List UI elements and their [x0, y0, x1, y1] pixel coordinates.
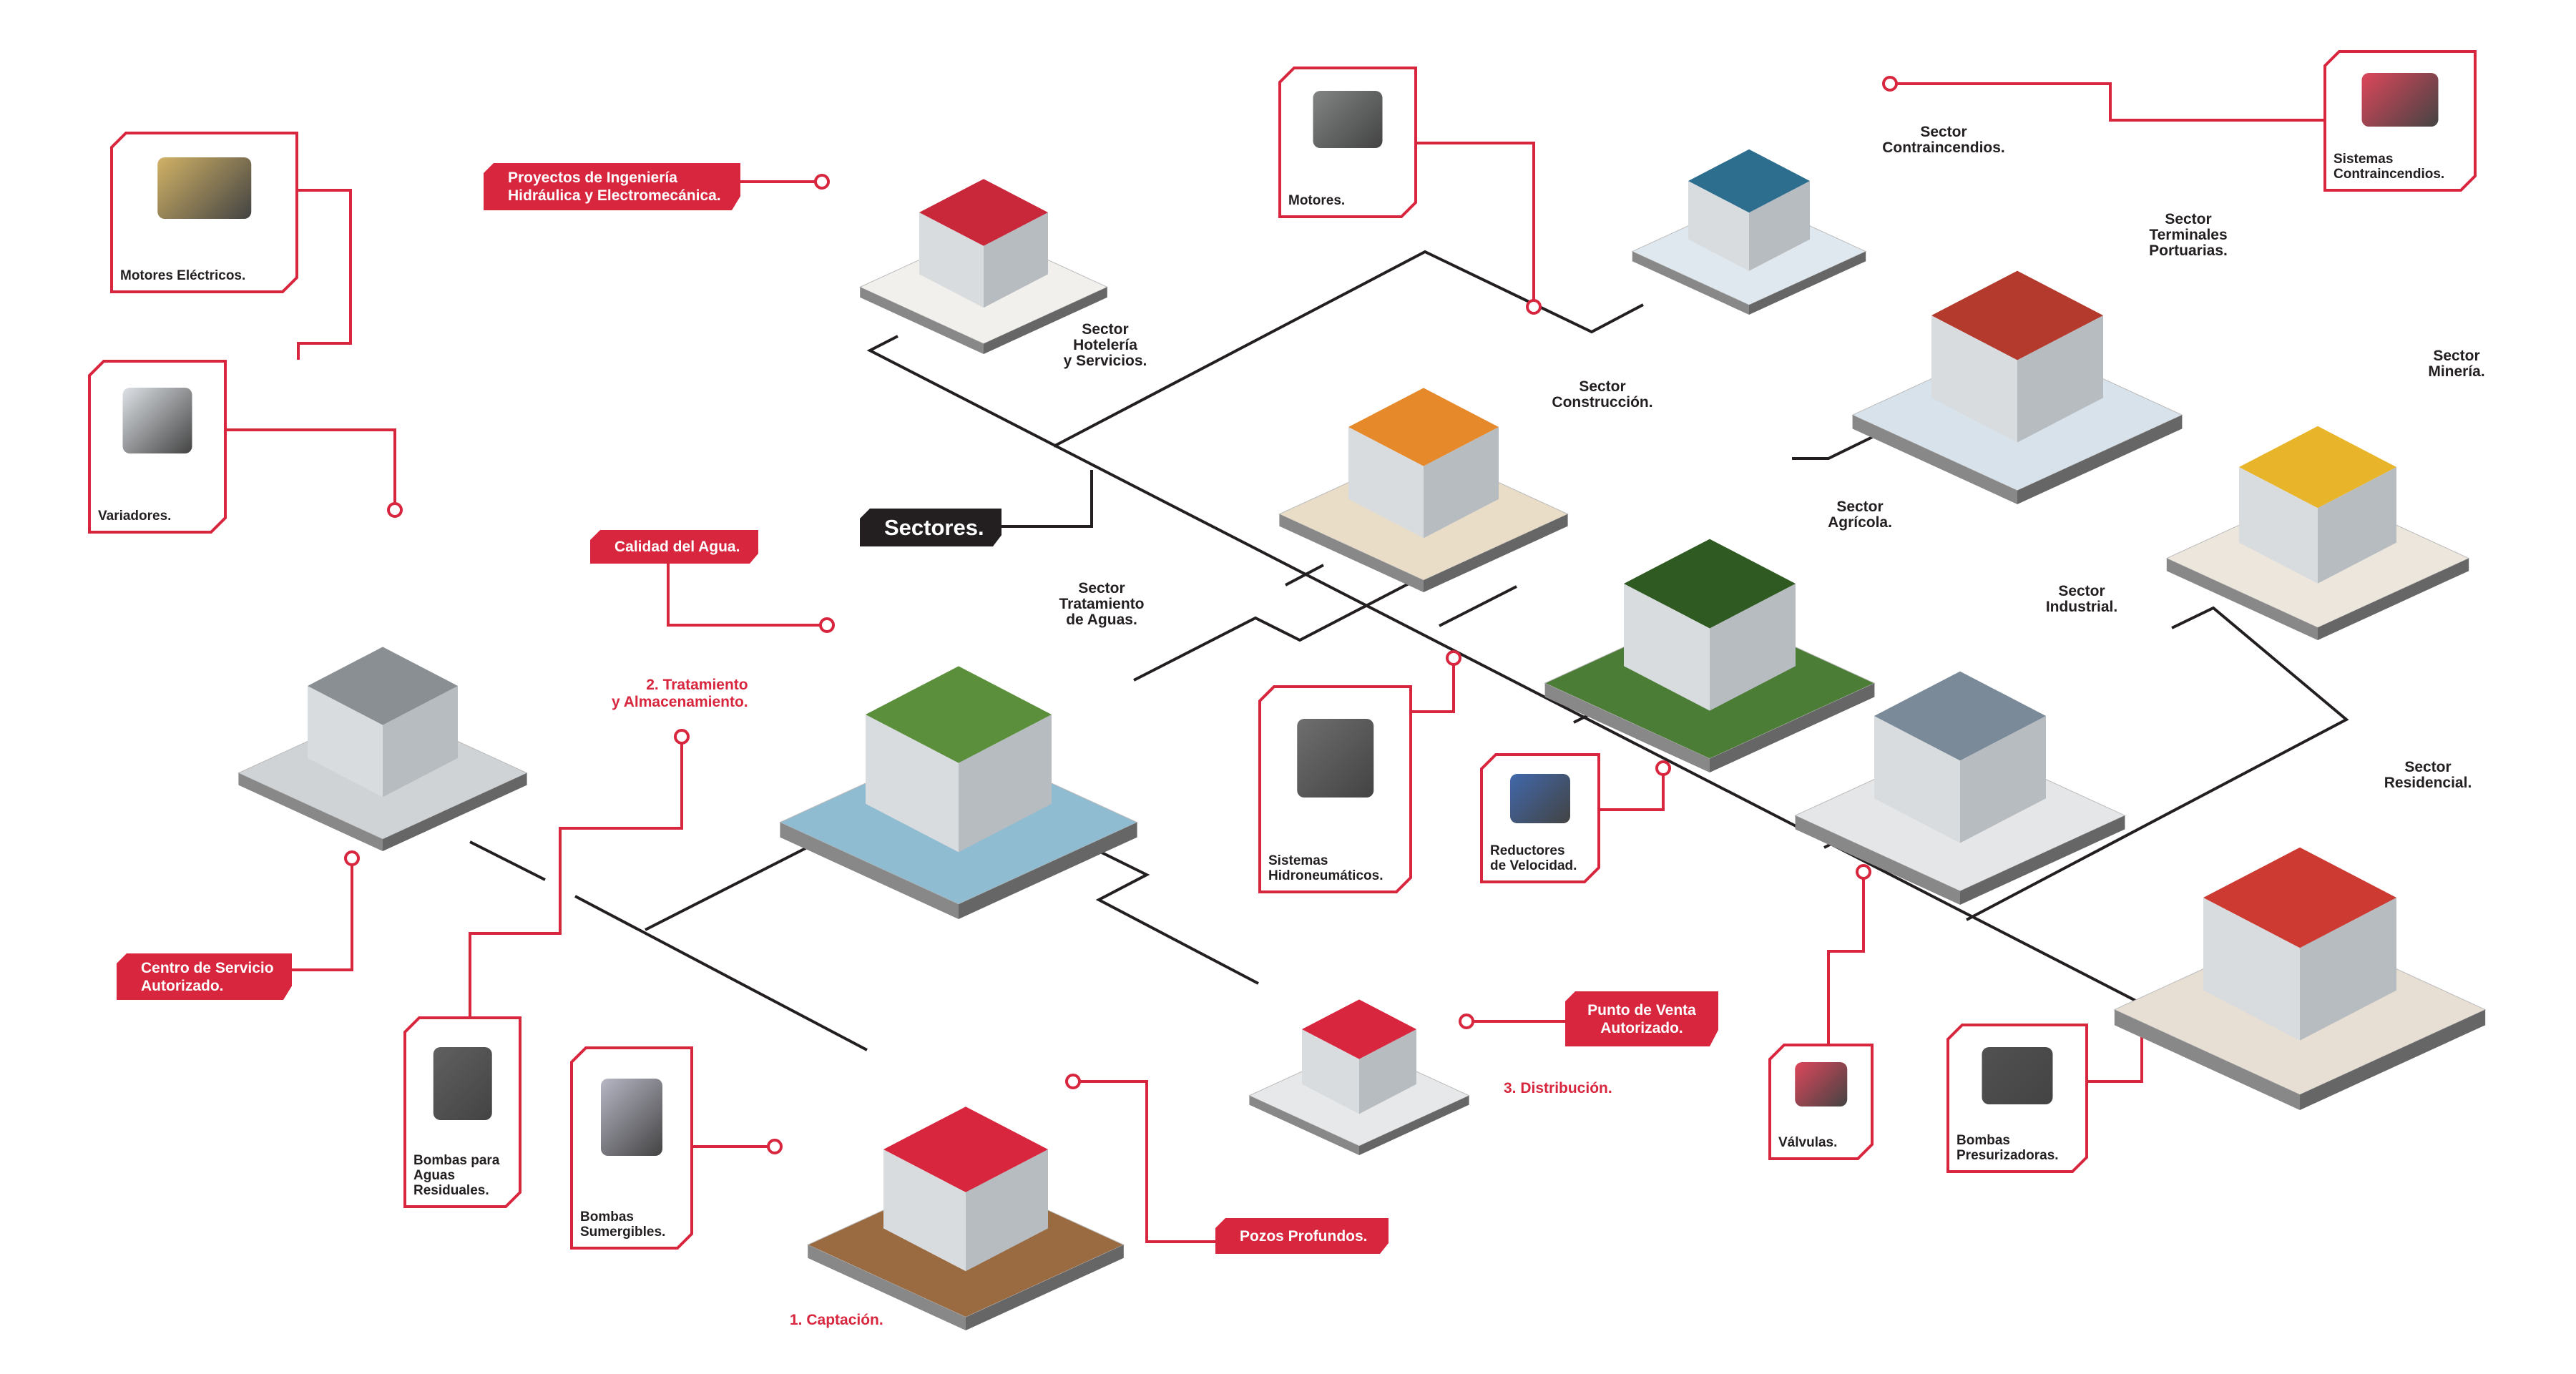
product-label: Motores Eléctricos.	[120, 268, 245, 283]
label-line: de Velocidad.	[1490, 858, 1577, 873]
label-line: Centro de Servicio	[141, 959, 274, 976]
stage-tratamiento: 2. Tratamiento y Almacenamiento.	[612, 677, 748, 711]
water-treatment-illustration	[779, 666, 1138, 919]
stage-captacion: 1. Captación.	[790, 1312, 883, 1328]
label-line: Válvulas.	[1778, 1135, 1838, 1150]
product-label: Variadores.	[98, 509, 171, 524]
product-box-motores-electricos[interactable]: Motores Eléctricos.	[110, 132, 298, 293]
product-image-icon	[1982, 1047, 2053, 1104]
agriculture-illustration	[1544, 539, 1876, 772]
stage-distribucion: 3. Distribución.	[1504, 1080, 1612, 1096]
label-line: Sistemas	[2333, 152, 2394, 167]
product-connector-lines	[227, 82, 2323, 1243]
label-line: Bombas	[1957, 1133, 2010, 1148]
label-line: Calidad del Agua.	[614, 539, 740, 555]
label-line: Autorizado.	[1600, 1019, 1683, 1036]
calidad-agua-label[interactable]: Calidad del Agua.	[590, 530, 758, 564]
label-line: Hidroneumáticos.	[1268, 868, 1384, 883]
product-label: Motores.	[1288, 193, 1345, 208]
product-box-valvulas[interactable]: Válvulas.	[1768, 1044, 1874, 1160]
industrial-illustration	[1794, 671, 2126, 905]
label-line: Motores.	[1288, 193, 1346, 208]
product-image-icon	[1313, 90, 1383, 149]
label-line: 2. Tratamiento	[646, 677, 748, 693]
label-line: Presurizadoras.	[1957, 1148, 2059, 1163]
label-line: Punto de Venta	[1587, 1001, 1696, 1019]
product-box-variadores[interactable]: Variadores.	[88, 360, 227, 534]
centro-servicio-label[interactable]: Centro de Servicio Autorizado.	[117, 953, 292, 1000]
label-line: Pozos Profundos.	[1240, 1227, 1368, 1245]
service-motor-illustration	[237, 647, 528, 851]
label-line: Aguas	[413, 1168, 456, 1183]
label-line: Bombas	[580, 1209, 634, 1225]
port-illustration	[1851, 270, 2183, 504]
product-label: Válvulas.	[1778, 1135, 1837, 1150]
label-line: Contraincendios.	[2333, 167, 2445, 182]
hospital-illustration	[1631, 149, 1867, 315]
proyectos-ingenieria-label[interactable]: Proyectos de Ingeniería Hidráulica y Ele…	[484, 163, 740, 210]
pump-motor-illustration	[1248, 999, 1470, 1155]
mining-illustration	[2165, 426, 2470, 640]
product-image-icon	[1510, 774, 1570, 824]
product-image-icon	[601, 1079, 662, 1157]
label-line: Proyectos de Ingeniería	[508, 170, 677, 186]
product-image-icon	[157, 157, 252, 220]
product-image-icon	[1296, 718, 1374, 798]
product-image-icon	[433, 1046, 492, 1120]
label-line: Residuales.	[413, 1183, 489, 1198]
product-image-icon	[1794, 1062, 1848, 1107]
drilling-truck-illustration	[806, 1106, 1125, 1330]
residential-illustration	[2113, 847, 2487, 1110]
product-box-motores[interactable]: Motores.	[1278, 67, 1417, 218]
product-image-icon	[122, 387, 192, 454]
label-line: Autorizado.	[141, 977, 224, 994]
label-line: Sectores.	[884, 515, 984, 540]
hotel-illustration	[858, 179, 1109, 354]
pozos-profundos-label[interactable]: Pozos Profundos.	[1215, 1218, 1389, 1254]
construction-illustration	[1278, 388, 1569, 592]
label-line: Bombas para	[413, 1153, 500, 1168]
punto-venta-label[interactable]: Punto de Venta Autorizado.	[1565, 991, 1718, 1046]
connector-dots	[344, 76, 2150, 1154]
label-line: Reductores	[1490, 843, 1565, 858]
product-image-icon	[2361, 72, 2439, 127]
label-line: Hidráulica y Electromecánica.	[508, 187, 721, 204]
sectores-label: Sectores.	[860, 509, 1001, 546]
label-line: y Almacenamiento.	[612, 694, 748, 710]
label-line: Variadores.	[98, 509, 172, 524]
label-line: Sistemas	[1268, 853, 1328, 868]
label-line: Motores Eléctricos.	[120, 268, 246, 283]
label-line: Sumergibles.	[580, 1225, 666, 1240]
